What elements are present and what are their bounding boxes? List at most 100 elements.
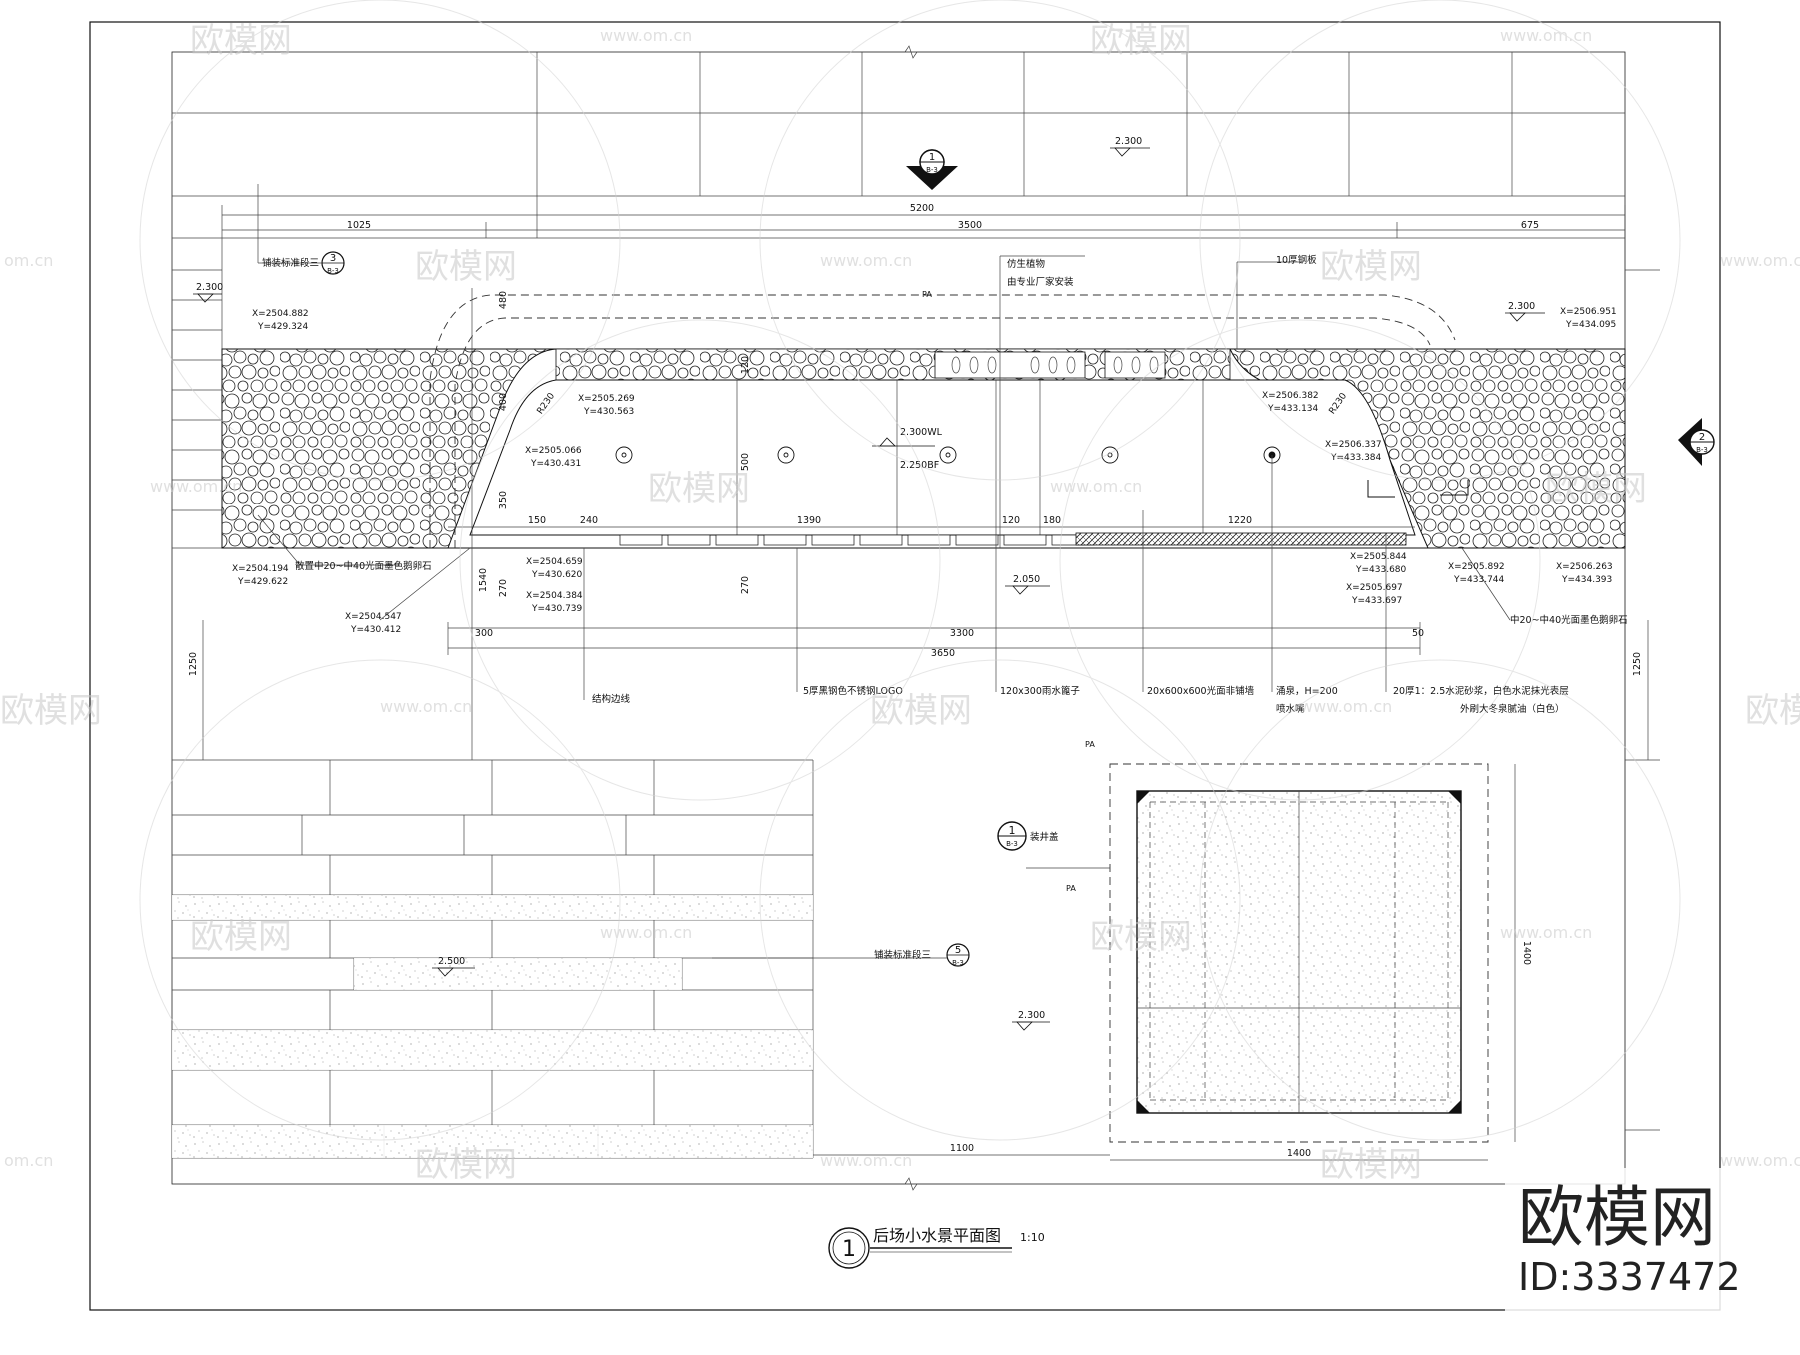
- gutter-grate: [619, 534, 1095, 546]
- dim-v-350: 350: [498, 491, 509, 509]
- coord-8-x: X=2506.951: [1560, 307, 1617, 317]
- drawing-title-block: 1 后场小水景平面图 1:10: [828, 1226, 1045, 1269]
- note-fountain: 涌泉，H=200: [1276, 685, 1338, 697]
- wm-brand-4: 欧模网: [1320, 247, 1422, 287]
- coord-6-y: Y=430.620: [531, 570, 583, 580]
- structure-outline-dashed: [429, 294, 1456, 548]
- coord-12-y: Y=433.697: [1351, 596, 1402, 606]
- wm-url-3: www.om.cn: [820, 251, 912, 270]
- coord-7-y: Y=430.739: [531, 604, 583, 614]
- wm-url-2: www.om.cn: [1500, 26, 1592, 45]
- elevation-5: 2.250BF: [900, 460, 939, 471]
- wm-brand-1: 欧模网: [190, 21, 292, 61]
- wm-brand-3: 欧模网: [415, 247, 517, 287]
- note-pebble-right: 中20~中40光面墨色鹅卵石: [1510, 614, 1628, 626]
- coord-11-x: X=2505.844: [1350, 552, 1407, 562]
- section-marker-2: 2 B-3: [1678, 418, 1715, 466]
- section-2-sheet: B-3: [1696, 446, 1708, 454]
- dimension-lines: [202, 205, 1649, 1161]
- leader-lines: [257, 184, 1511, 959]
- elevation-3: 2.300: [1508, 301, 1535, 312]
- label-pa-1: PA: [922, 290, 932, 299]
- note-nozzle: 喷水嘴: [1276, 703, 1305, 715]
- dim-v-480: 480: [498, 291, 509, 309]
- drawing-title: 后场小水景平面图: [873, 1226, 1001, 1245]
- note-steel-10mm: 10厚钢板: [1276, 254, 1317, 266]
- dim-v-400: 400: [498, 393, 509, 411]
- dim-top-left: 1025: [347, 220, 371, 231]
- note-paving-std-5: 铺装标准段三: [874, 949, 931, 961]
- dim-pool-1220: 1220: [1228, 515, 1252, 526]
- coord-14-y: Y=434.393: [1561, 575, 1612, 585]
- dim-v-270b: 270: [740, 576, 751, 594]
- dim-bottom-50: 50: [1412, 628, 1424, 639]
- section-marker-1: 1 B-3: [906, 149, 958, 190]
- dim-lower-1100: 1100: [950, 1143, 974, 1154]
- note-paving-std-3: 铺装标准段三: [262, 257, 319, 269]
- coord-7-x: X=2504.384: [526, 591, 583, 601]
- wm-brand-8: 欧模网: [870, 691, 972, 731]
- wm-url-12: www.om.cn: [1720, 1151, 1800, 1170]
- hatched-strip: [1075, 532, 1407, 546]
- feature-wall: [221, 348, 1626, 549]
- coord-8-y: Y=434.095: [1565, 320, 1616, 330]
- wm-url-9: www.om.cn: [600, 923, 692, 942]
- wm-brand-7: 欧模网: [0, 691, 102, 731]
- wm-url-10: www.om.cn: [1500, 923, 1592, 942]
- well-marker: 1 B-3: [997, 821, 1027, 851]
- coord-3-y: Y=430.431: [530, 459, 581, 469]
- dim-top-total: 5200: [910, 203, 934, 214]
- note-artificial-plant-1: 仿生植物: [1007, 258, 1046, 270]
- detail-3-number: 3: [330, 253, 336, 264]
- sheet-border: [89, 21, 1721, 1311]
- well-marker-number: 1: [1009, 824, 1016, 837]
- stamp-id: ID:3337472: [1518, 1255, 1741, 1299]
- wm-url-7: www.om.cn: [380, 697, 472, 716]
- detail-3-sheet: B-3: [327, 267, 339, 275]
- well-marker-sheet: B-3: [1006, 840, 1018, 848]
- pool-basin: [469, 379, 1416, 536]
- fountain-nozzles: [615, 446, 1281, 464]
- label-pa-2: PA: [1085, 740, 1095, 749]
- dim-v-1250a: 1250: [188, 652, 199, 676]
- wm-brand-11: 欧模网: [1090, 917, 1192, 957]
- elevation-8: 2.300: [1018, 1010, 1045, 1021]
- elevation-markers: 2.300 2.300 2.300 2.300WL 2.250BF 2.050 …: [193, 136, 1545, 1031]
- coord-6-x: X=2504.659: [526, 557, 583, 567]
- coord-14-x: X=2506.263: [1556, 562, 1613, 572]
- dimension-texts: 5200 1025 3500 675 240 1390 120 180 1220…: [188, 203, 1643, 1159]
- corner-stamp: 欧模网 ID:3337472: [1505, 1168, 1800, 1350]
- elevation-6: 2.050: [1013, 574, 1040, 585]
- dim-pool-240: 240: [580, 515, 598, 526]
- dim-bottom-300: 300: [475, 628, 493, 639]
- weep-slots: [951, 356, 1159, 374]
- dim-v-500: 500: [740, 453, 751, 471]
- note-pebble-left: 散置中20~中40光面墨色鹅卵石: [295, 560, 432, 572]
- note-steel-grate: 5厚黑钢色不锈钢LOGO: [803, 685, 903, 697]
- wm-url-8: www.om.cn: [1300, 697, 1392, 716]
- wm-url-short-2: om.cn: [4, 1151, 53, 1170]
- coord-2-x: X=2505.269: [578, 394, 635, 404]
- note-mortar-2: 外刷大冬泉腻油（白色）: [1460, 703, 1565, 715]
- pebble-zone-left: [221, 348, 557, 549]
- dim-v-270a: 270: [498, 579, 509, 597]
- section-2-number: 2: [1699, 432, 1705, 443]
- wm-brand-13: 欧模网: [1320, 1145, 1422, 1185]
- coord-13-x: X=2505.892: [1448, 562, 1505, 572]
- wm-brand-12: 欧模网: [415, 1145, 517, 1185]
- dim-v-1540: 1540: [478, 568, 489, 592]
- dim-bottom-3300: 3300: [950, 628, 974, 639]
- detail-5-sheet: B-3: [952, 959, 964, 967]
- coord-12-x: X=2505.697: [1346, 583, 1403, 593]
- wm-url-short-1: om.cn: [4, 251, 53, 270]
- coord-5-x: X=2504.547: [345, 612, 402, 622]
- wm-brand-6: 欧模网: [1545, 469, 1647, 509]
- coord-4-y: Y=429.622: [237, 577, 288, 587]
- dim-v-1250b: 1250: [1632, 652, 1643, 676]
- wm-url-1: www.om.cn: [600, 26, 692, 45]
- coord-13-y: Y=433.744: [1453, 575, 1505, 585]
- coord-1-y: Y=429.324: [257, 322, 309, 332]
- wm-url-4: www.om.cn: [1720, 251, 1800, 270]
- manhole-cover: [1109, 763, 1489, 1143]
